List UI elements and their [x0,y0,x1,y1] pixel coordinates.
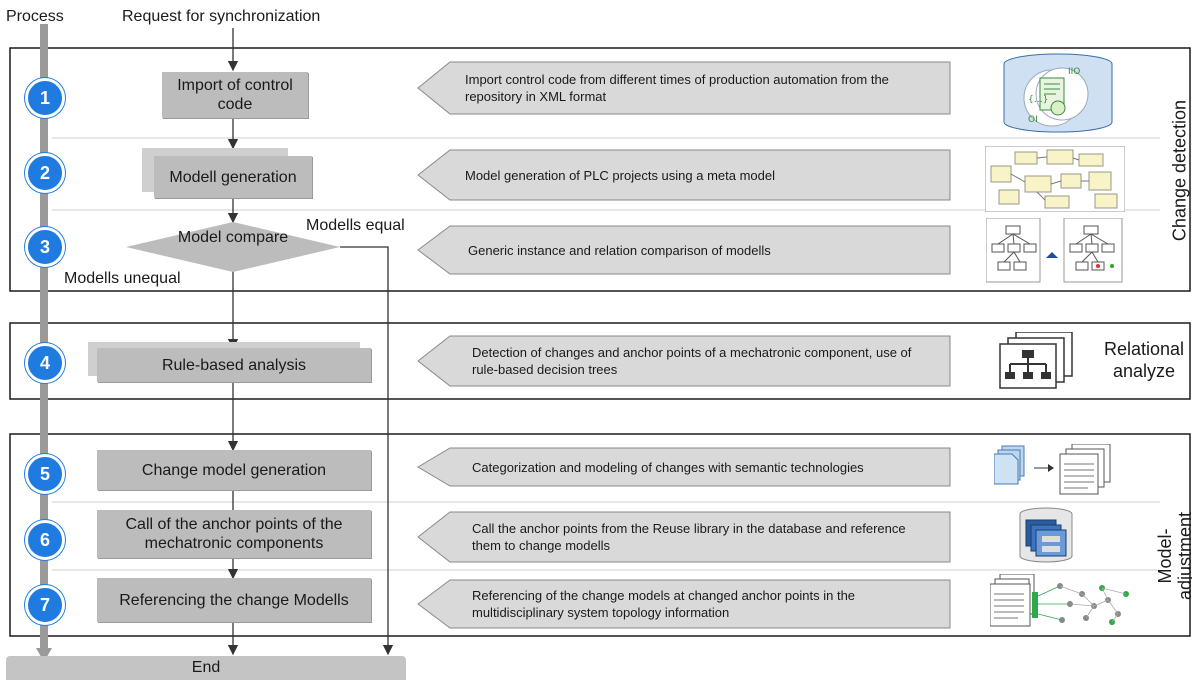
frame-model-adjustment [9,433,1191,637]
svg-text:{…}: {…} [1028,95,1048,105]
step-box-anchor-points: Call of the anchor points of the mechatr… [97,510,371,558]
step-3-description: Generic instance and relation comparison… [468,243,771,258]
database-xml-icon: IIO {…} OI [1003,53,1113,133]
section-model-adjustment: Model-adjustment [1155,511,1192,601]
description-panels [417,61,951,629]
step-box-rule-analysis: Rule-based analysis [97,348,371,382]
topology-icon [990,574,1129,627]
step-number-2: 2 [25,153,65,193]
database-library-icon [1019,507,1073,563]
process-bar-arrow [36,648,52,662]
step-number-7: 7 [25,585,65,625]
uml-model-icon [985,146,1125,212]
step-number-5: 5 [25,454,65,494]
decision-diamond [126,222,340,272]
svg-text:OI: OI [1028,115,1038,125]
tree-compare-icon [986,218,1123,283]
decision-tree-icon [999,332,1073,389]
end-terminal: End [6,656,406,680]
step-number-3: 3 [25,227,65,267]
branch-unequal-label: Modells unequal [64,270,181,287]
svg-text:IIO: IIO [1068,67,1080,77]
step-box-import: Import of control code [162,72,308,118]
step-7-description: Referencing of the change models at chan… [472,588,856,620]
documents-icon [994,444,1111,495]
step-6-description: Call the anchor points from the Reuse li… [472,521,906,553]
step-box-referencing: Referencing the change Modells [97,578,371,622]
section-change-detection: Change detection [1169,99,1190,242]
step-number-6: 6 [25,520,65,560]
step-4-description: Detection of changes and anchor points o… [472,345,912,377]
process-header: Process [6,8,64,25]
frame-relational [9,322,1191,400]
step-box-change-model: Change model generation [97,450,371,490]
step-number-1: 1 [25,78,65,118]
section-relational: Relational analyze [1103,339,1185,381]
step-5-description: Categorization and modeling of changes w… [472,460,864,475]
step-box-modell-generation: Modell generation [154,156,312,198]
step-2-description: Model generation of PLC projects using a… [465,168,776,183]
step-1-description: Import control code from different times… [465,72,889,104]
step-number-4: 4 [25,343,65,383]
request-header: Request for synchronization [122,8,321,25]
decision-label: Model compare [177,229,289,246]
branch-equal-label: Modells equal [306,217,405,234]
frame-change-detection [9,47,1191,292]
